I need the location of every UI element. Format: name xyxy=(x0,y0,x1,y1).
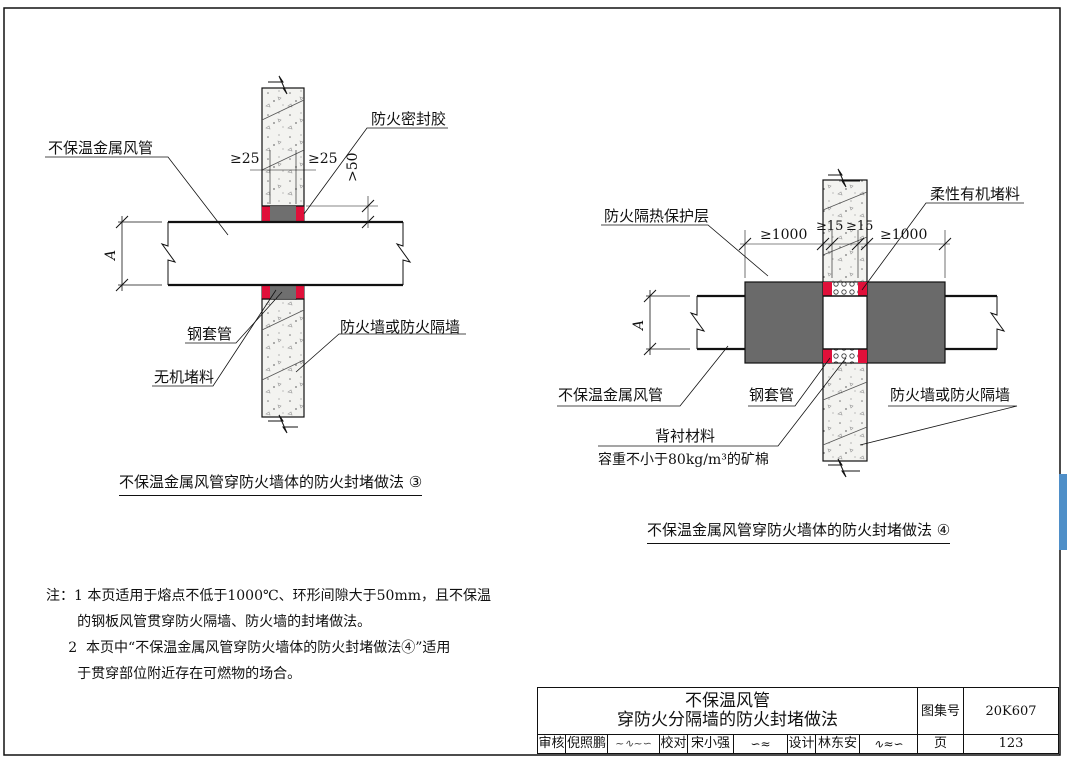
atlas-number: 20K607 xyxy=(964,688,1058,735)
design-label: 设计 xyxy=(788,735,816,753)
filler-lower xyxy=(270,286,296,298)
label-sealant: 防火密封胶 xyxy=(371,110,447,128)
atlas-label: 图集号 xyxy=(918,688,964,735)
review-signature: ~∿~∽ xyxy=(608,735,660,753)
note-line: 的钢板风管贯穿防火隔墙、防火墙的封堵做法。 xyxy=(46,614,372,630)
dim-gap-left: ≥25 xyxy=(230,151,260,167)
wall4-lower xyxy=(822,362,868,462)
title-block: 不保温风管 穿防火分隔墙的防火封堵做法 图集号 20K607 审核 倪照鹏 ~∿… xyxy=(537,687,1059,754)
label-sleeve-4: 钢套管 xyxy=(749,386,795,404)
sheet-border xyxy=(3,7,1061,756)
label-organic: 柔性有机堵料 xyxy=(930,185,1021,203)
sealant-upper-right xyxy=(296,206,304,222)
caption-4: 不保温金属风管穿防火墙体的防火封堵做法 ④ xyxy=(647,519,951,544)
note-line: 注：1 本页适用于熔点不低于1000℃、环形间隙大于50mm，且不保温 xyxy=(46,588,492,604)
wall-upper xyxy=(261,87,305,207)
note-line: 2 本页中“不保温金属风管穿防火墙体的防火封堵做法④”适用 xyxy=(46,640,451,656)
label-wall-3: 防火墙或防火隔墙 xyxy=(340,318,461,336)
label-sleeve-3: 钢套管 xyxy=(187,325,233,343)
design-signature: ∿≈∽ xyxy=(860,735,918,753)
insulation-right xyxy=(866,281,946,364)
sealant-lower-left xyxy=(262,285,270,299)
dim-left-4: ≥1000 xyxy=(760,227,808,243)
design-name: 林东安 xyxy=(816,735,860,753)
diagram-4 xyxy=(557,168,1024,478)
title-block-title: 不保温风管 穿防火分隔墙的防火封堵做法 xyxy=(538,688,918,735)
page-number: 123 xyxy=(998,736,1024,751)
label-duct-3: 不保温金属风管 xyxy=(48,139,154,157)
label-filler: 无机堵料 xyxy=(154,368,215,386)
wall4-upper xyxy=(822,179,868,283)
diagram-3 xyxy=(45,75,466,434)
dim-a-3: A xyxy=(103,249,119,260)
insulation-left xyxy=(744,281,824,364)
label-insulation: 防火隔热保护层 xyxy=(604,207,710,225)
notes: 注：1 本页适用于熔点不低于1000℃、环形间隙大于50mm，且不保温 的钢板风… xyxy=(46,583,491,687)
label-wall-4: 防火墙或防火隔墙 xyxy=(890,386,1011,404)
note-line: 于贯穿部位附近存在可燃物的场合。 xyxy=(46,666,302,682)
edge-tab xyxy=(1059,474,1067,550)
label-backing: 背衬材料 xyxy=(655,427,716,445)
title-line-2: 穿防火分隔墙的防火封堵做法 xyxy=(617,710,838,730)
caption-3: 不保温金属风管穿防火墙体的防火封堵做法 ③ xyxy=(119,471,423,496)
review-name: 倪照鹏 xyxy=(566,735,608,753)
filler-upper xyxy=(270,207,296,221)
label-duct-4: 不保温金属风管 xyxy=(558,386,664,404)
dim-gap-right: ≥25 xyxy=(308,151,338,167)
dim-a-4: A xyxy=(631,319,647,330)
page-label: 页 xyxy=(918,735,964,753)
dim-15a: ≥15 xyxy=(816,219,844,234)
dim-gap-top: >50 xyxy=(345,152,361,182)
label-wool: 容重不小于80kg/m³的矿棉 xyxy=(598,452,769,468)
sealant-upper-left xyxy=(262,206,270,222)
review-label: 审核 xyxy=(538,735,566,753)
title-line-1: 不保温风管 xyxy=(685,691,770,711)
wall-lower xyxy=(261,298,305,418)
dim-right-4: ≥1000 xyxy=(880,227,928,243)
check-name: 宋小强 xyxy=(688,735,734,753)
check-signature: ∽≈ xyxy=(734,735,788,753)
check-label: 校对 xyxy=(660,735,688,753)
dim-15b: ≥15 xyxy=(846,219,874,234)
sealant-lower-right xyxy=(296,285,304,299)
